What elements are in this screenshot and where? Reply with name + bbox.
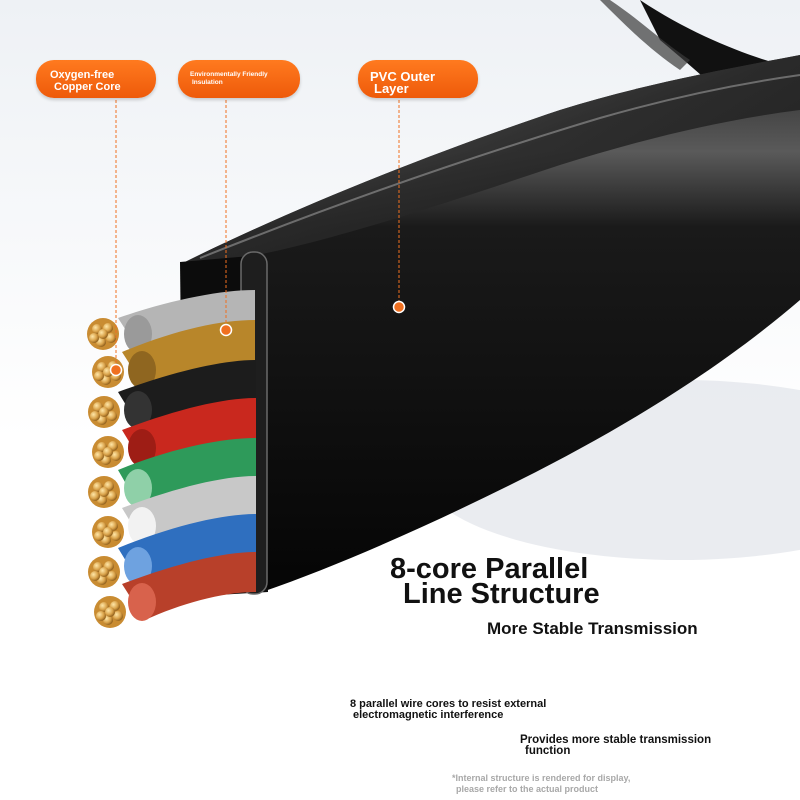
feature-1-line-1: 8 parallel wire cores to resist external <box>350 698 547 710</box>
wire-core-3 <box>118 360 256 429</box>
wire-core-2 <box>122 320 255 389</box>
callout-copper-line1: Oxygen-free <box>50 69 115 81</box>
wire-cores <box>118 290 256 621</box>
callout-insulation-line2: Insulation <box>192 79 223 86</box>
marker-dot-pvc <box>392 300 406 314</box>
callout-insulation-line1: Environmentally Friendly <box>190 71 268 78</box>
wire-core-4 <box>122 398 256 468</box>
disclaimer-line-1: *Internal structure is rendered for disp… <box>452 773 631 783</box>
wire-core-5 <box>118 438 256 508</box>
callout-pvc-outer-layer: PVC Outer Layer <box>358 60 478 98</box>
wire-core-8 <box>122 552 256 621</box>
callout-pvc-line1: PVC Outer <box>370 69 436 84</box>
wire-core-7 <box>118 514 256 585</box>
wire-core-6 <box>122 476 256 546</box>
disclaimer-line-2: please refer to the actual product <box>456 784 599 794</box>
callout-pvc-line2: Layer <box>374 81 409 96</box>
callout-copper-core: Oxygen-free Copper Core <box>36 60 156 98</box>
headline-line-1: 8-core Parallel <box>390 553 589 585</box>
marker-dot-copper <box>109 363 123 377</box>
feature-1-line-2: electromagnetic interference <box>353 709 504 721</box>
feature-2-line-1: Provides more stable transmission <box>520 734 712 746</box>
feature-2-line-2: function <box>525 745 571 757</box>
callout-insulation: Environmentally Friendly Insulation <box>178 60 300 98</box>
headline-line-2: Line Structure <box>403 578 600 610</box>
copper-cores <box>87 318 126 628</box>
subheadline: More Stable Transmission <box>487 619 698 638</box>
pvc-outer-jacket <box>185 55 800 592</box>
marker-dot-insulation <box>219 323 233 337</box>
callout-copper-line2: Copper Core <box>54 81 121 93</box>
